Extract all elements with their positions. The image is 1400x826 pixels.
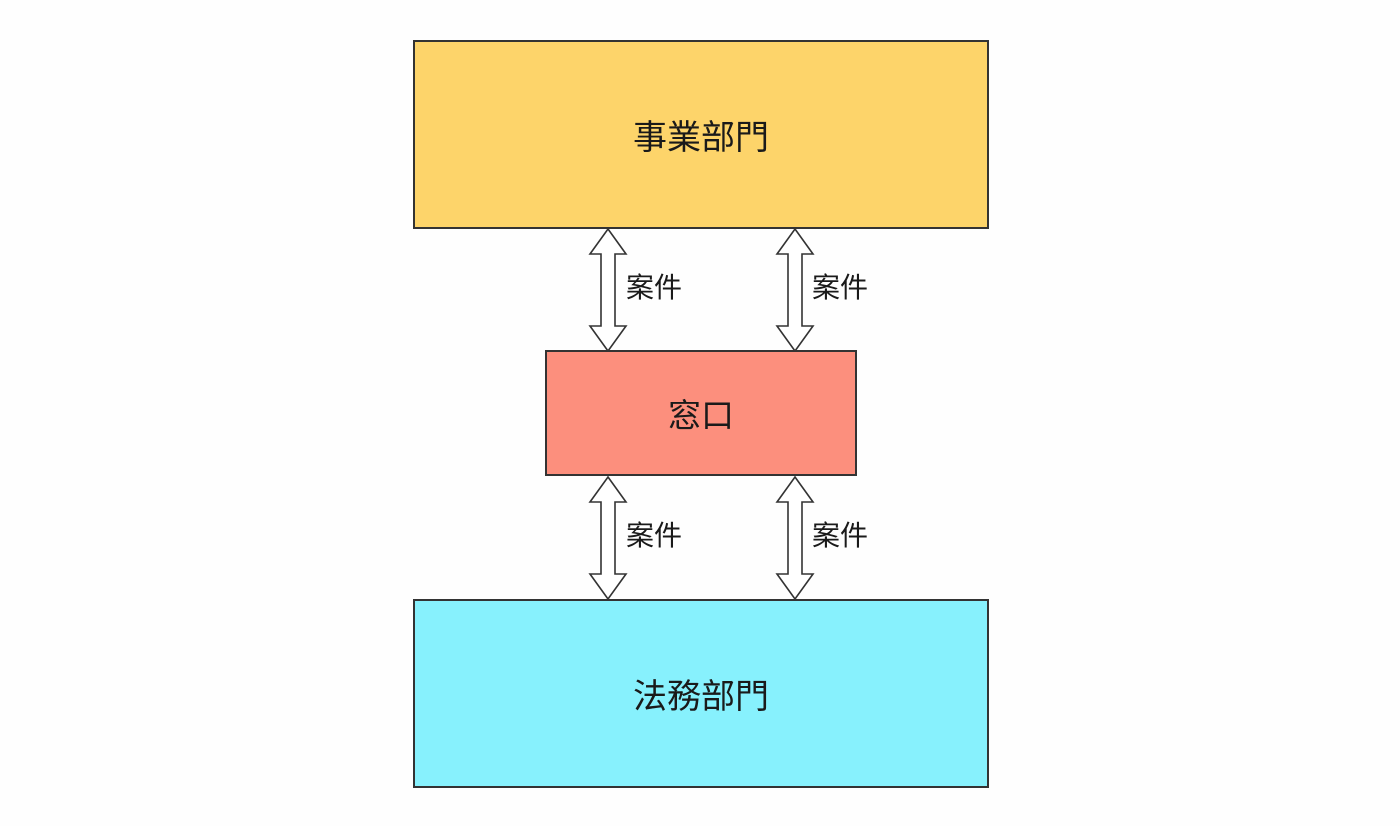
legal-department-box: 法務部門 <box>413 599 989 788</box>
edge-label: 案件 <box>812 271 869 304</box>
window-contact-box: 窓口 <box>545 350 857 476</box>
legal-department-label: 法務部門 <box>633 677 769 717</box>
edge-label: 案件 <box>812 519 869 552</box>
edge-label: 案件 <box>626 519 683 552</box>
business-department-box: 事業部門 <box>413 40 989 229</box>
edge-label: 案件 <box>626 271 683 304</box>
double-arrow-icon <box>775 476 815 600</box>
double-arrow-icon <box>588 476 628 600</box>
double-arrow-icon <box>588 228 628 352</box>
double-arrow-icon <box>775 228 815 352</box>
window-contact-label: 窓口 <box>668 396 734 435</box>
business-department-label: 事業部門 <box>633 118 769 158</box>
